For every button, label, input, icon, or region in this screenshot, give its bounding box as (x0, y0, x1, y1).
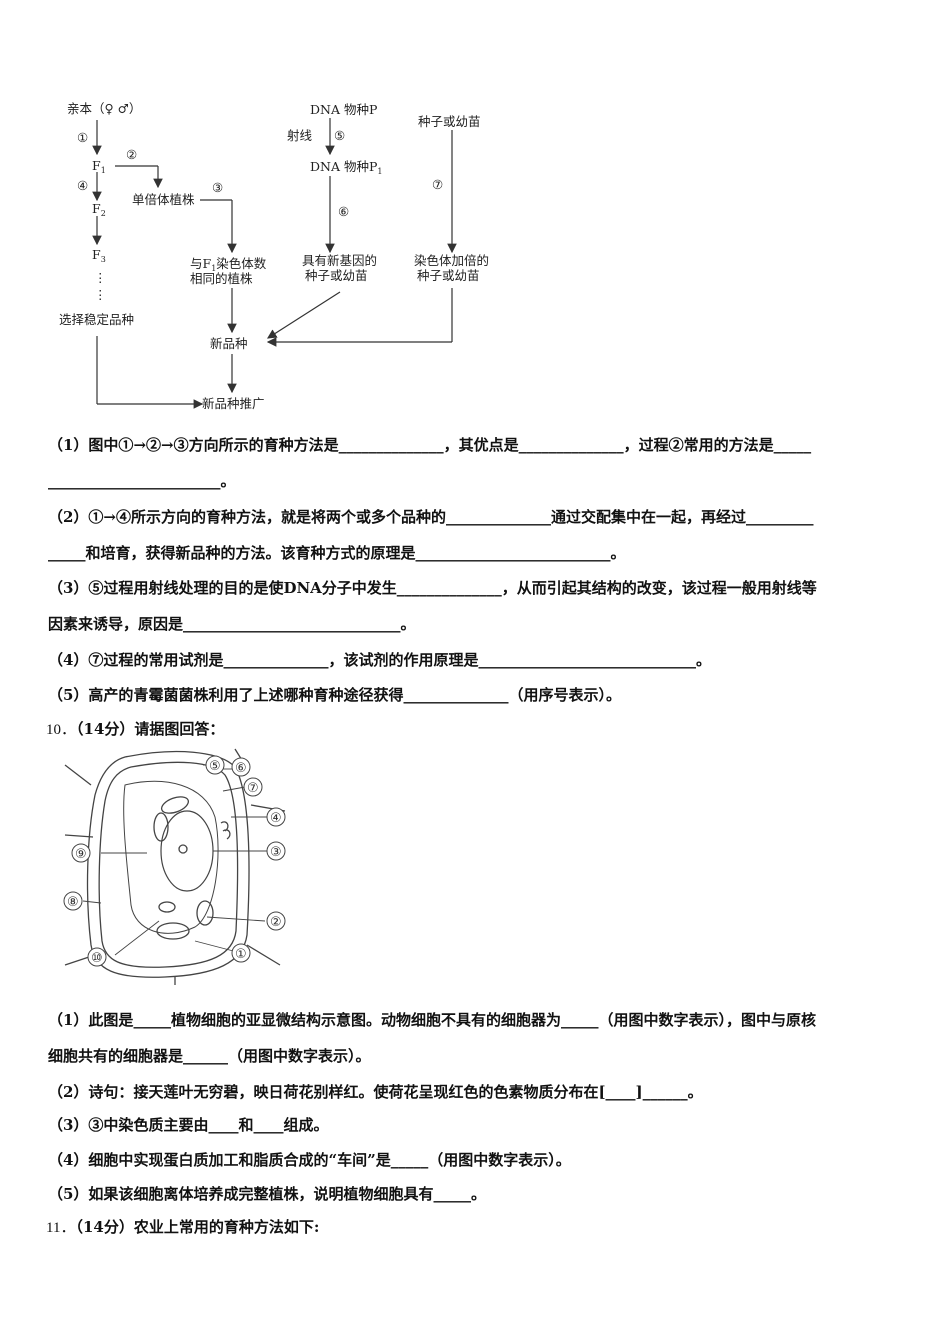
cell-label-1: ① (235, 947, 247, 962)
q10-part5: （5）如果该细胞离体培养成完整植株，说明植物细胞具有_____。 (48, 1185, 486, 1203)
cell-label-4: ④ (270, 811, 282, 826)
cell-label-6: ⑥ (235, 761, 247, 776)
step-4-label: ④ (77, 178, 88, 193)
q9-part4: （4）⑦过程的常用试剂是______________，该试剂的作用原理是____… (48, 651, 711, 669)
dna-species-p1-label: DNA 物种P1 (310, 159, 382, 176)
dna-species-p-label: DNA 物种P (310, 102, 377, 117)
q11-header: 11．（14分）农业上常用的育种方法如下: (46, 1216, 319, 1239)
generation-dots: ⋮ (94, 270, 107, 285)
q9-part1-line2: _______________________。 (48, 472, 236, 490)
q10-part4: （4）细胞中实现蛋白质加工和脂质合成的“车间”是_____（用图中数字表示）。 (48, 1151, 571, 1169)
q10-part1-line2: 细胞共有的细胞器是______（用图中数字表示）。 (48, 1047, 371, 1065)
q9-part5: （5）高产的青霉菌菌株利用了上述哪种育种途径获得______________（用… (48, 686, 621, 704)
f1-label: F1 (92, 158, 106, 175)
step-6-label: ⑥ (338, 204, 349, 219)
cell-label-7: ⑦ (247, 781, 259, 796)
q10-part2: （2）诗句：接天莲叶无穷碧，映日荷花别样红。使荷花呈现红色的色素物质分布在[__… (48, 1083, 703, 1101)
seed-seedling-label: 种子或幼苗 (418, 114, 481, 129)
f2-label: F2 (92, 201, 106, 218)
q11-number: 11． (46, 1220, 76, 1236)
chromosome-doubled-label-2: 种子或幼苗 (417, 268, 480, 283)
q10-title: （14分）请据图回答： (76, 720, 225, 738)
cell-label-8: ⑧ (67, 895, 79, 910)
new-variety-promotion-label: 新品种推广 (202, 396, 265, 411)
breeding-methods-diagram: 亲本（♀ ♂） ① F1 ④ F2 F3 ⋮ ⋮ 选择稳定品种 ② 单倍体植株 … (59, 101, 489, 411)
new-gene-label-2: 种子或幼苗 (305, 268, 368, 283)
same-chromosome-label-1: 与F1染色体数 (190, 256, 267, 273)
q9-part3-line1: （3）⑤过程用射线处理的目的是使DNA分子中发生______________，从… (48, 579, 817, 597)
haploid-plant-label: 单倍体植株 (132, 192, 195, 207)
cell-label-3: ③ (270, 845, 282, 860)
q10-part1-line1: （1）此图是_____植物细胞的亚显微结构示意图。动物细胞不具有的细胞器为___… (48, 1011, 816, 1029)
ray-label: 射线 (287, 128, 313, 143)
chromosome-doubled-label-1: 染色体加倍的 (414, 253, 489, 268)
q10-header: 10．（14分）请据图回答： (46, 718, 224, 741)
step-1-label: ① (77, 130, 88, 145)
plant-cell-diagram: ① ② ③ ④ ⑤ ⑥ ⑦ ⑧ ⑨ ⑩ (63, 748, 286, 985)
q9-part2-line2: _____和培育，获得新品种的方法。该育种方式的原理是_____________… (48, 544, 626, 562)
generation-dots-2: ⋮ (94, 287, 107, 302)
cell-label-5: ⑤ (209, 759, 221, 774)
q9-part2-line1: （2）①→④所示方向的育种方法，就是将两个或多个品种的_____________… (48, 508, 814, 526)
new-gene-label-1: 具有新基因的 (302, 253, 377, 268)
f3-label: F3 (92, 247, 106, 264)
cell-label-2: ② (270, 915, 282, 930)
q10-part3: （3）③中染色质主要由____和____组成。 (48, 1116, 329, 1134)
cell-label-10: ⑩ (91, 951, 103, 966)
q10-number: 10． (46, 722, 77, 738)
step-7-label: ⑦ (432, 177, 443, 192)
same-chromosome-label-2: 相同的植株 (190, 271, 253, 286)
q9-part1-line1: （1）图中①→②→③方向所示的育种方法是______________，其优点是_… (48, 436, 812, 454)
cell-label-9: ⑨ (75, 847, 87, 862)
q11-title: （14分）农业上常用的育种方法如下: (75, 1218, 320, 1236)
parents-label: 亲本（♀ ♂） (67, 101, 141, 116)
new-variety-label: 新品种 (210, 336, 248, 351)
step-2-label: ② (126, 147, 137, 162)
step-3-label: ③ (212, 180, 223, 195)
step-5-label: ⑤ (334, 128, 345, 143)
select-stable-variety-label: 选择稳定品种 (59, 312, 134, 327)
q9-part3-line2: 因素来诱导，原因是_____________________________。 (48, 615, 416, 633)
